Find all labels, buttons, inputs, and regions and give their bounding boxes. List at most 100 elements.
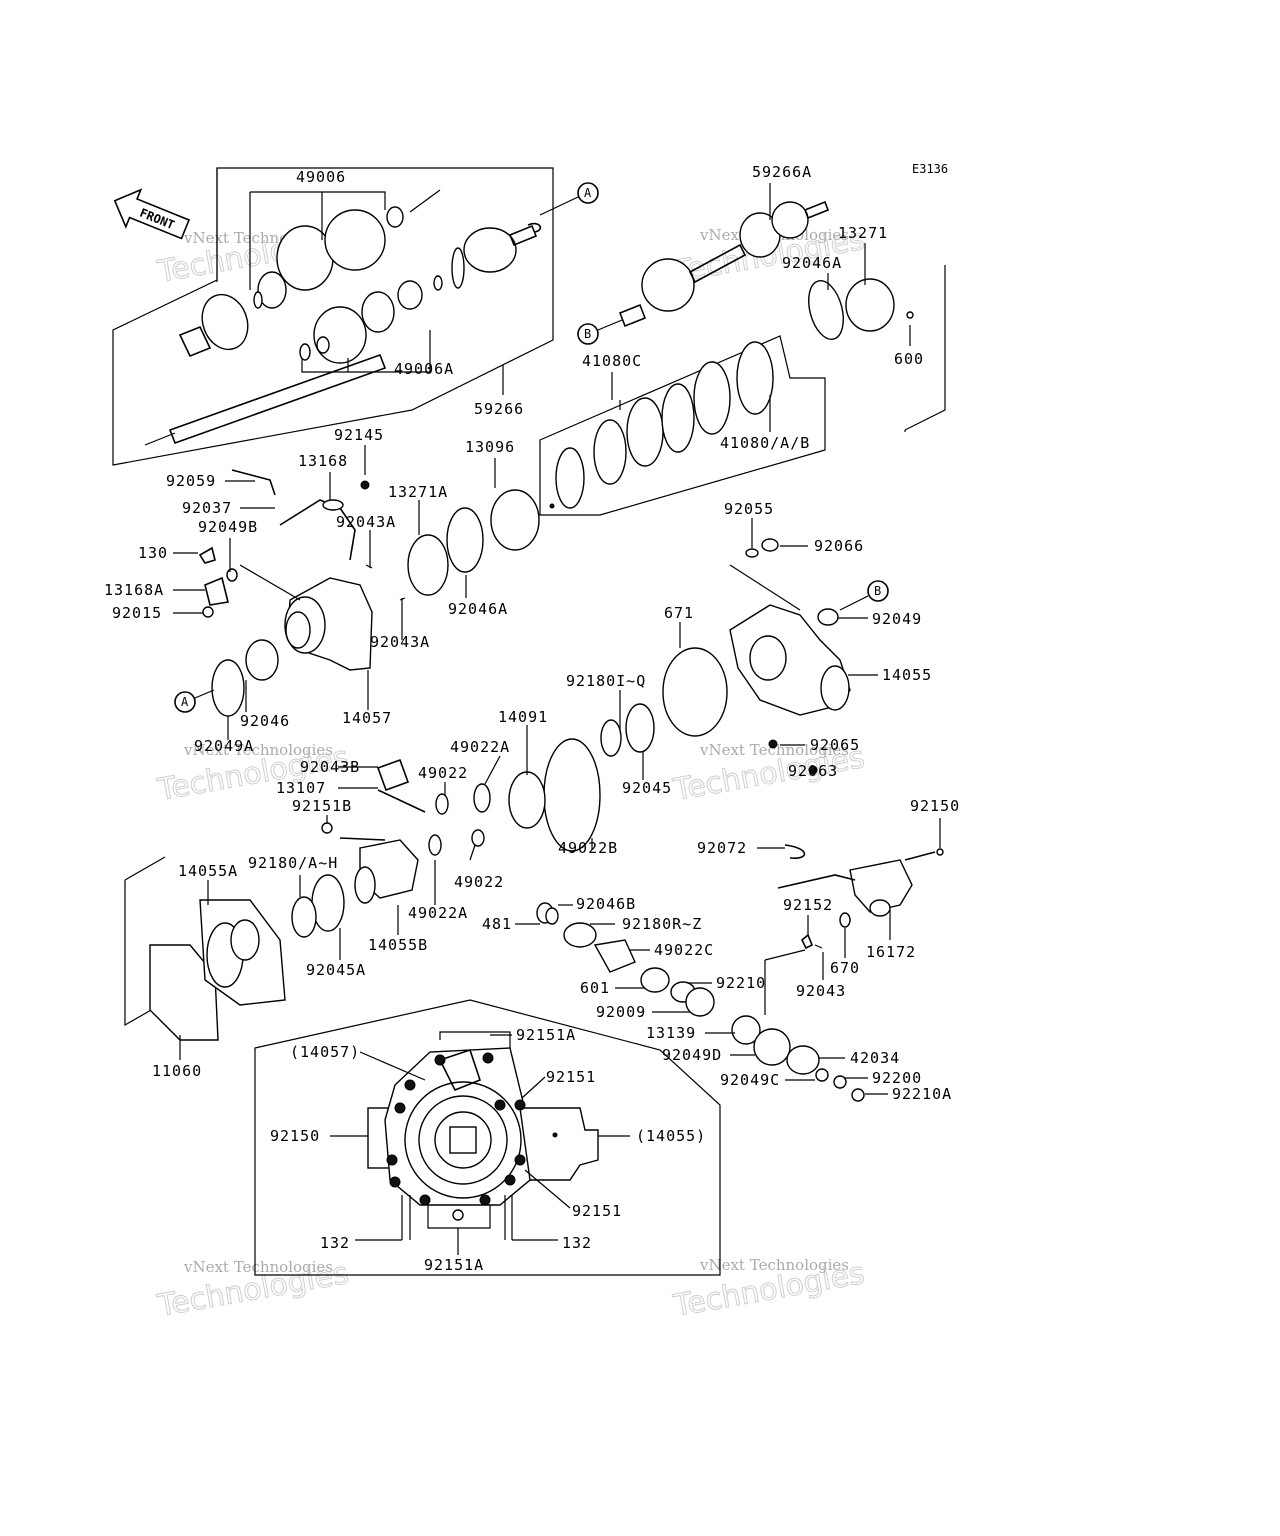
part-label: 59266A: [752, 163, 812, 181]
rear-drive-shaft: [618, 200, 946, 432]
part-label: 49022B: [558, 839, 618, 857]
part-label: 14057: [342, 709, 392, 727]
part-label: 92200: [872, 1069, 922, 1087]
part-label: 92180R~Z: [622, 915, 702, 933]
part-label: 13096: [465, 438, 515, 456]
part-label: 92049: [872, 610, 922, 628]
part-label: 92055: [724, 500, 774, 518]
part-label: 92065: [810, 736, 860, 754]
housing-14057: [198, 469, 540, 717]
part-label: 92009: [596, 1003, 646, 1021]
part-label: 92046B: [576, 895, 636, 913]
svg-text:B: B: [584, 327, 591, 341]
part-label: 92152: [783, 896, 833, 914]
part-label: 13271A: [388, 483, 448, 501]
housing-14055A: [124, 856, 286, 1041]
part-label: 49022C: [654, 941, 714, 959]
part-label: 13168A: [104, 581, 164, 599]
part-label: 92037: [182, 499, 232, 517]
part-label: 41080/A/B: [720, 434, 810, 452]
part-label: 92043A: [370, 633, 430, 651]
part-label: 92145: [334, 426, 384, 444]
part-labels: 49006 59266A 13271 92046A 600 41080C 490…: [104, 163, 960, 1274]
svg-text:A: A: [584, 186, 592, 200]
part-label: 92210: [716, 974, 766, 992]
part-label: 92046A: [782, 254, 842, 272]
part-label: 92063: [788, 762, 838, 780]
part-label: 49006A: [394, 360, 454, 378]
clutch-plate-bracket: [539, 335, 826, 516]
part-label: 92072: [697, 839, 747, 857]
assembled-housing-bracket: [254, 999, 721, 1276]
differential-gear-set: [291, 703, 655, 938]
part-label: 49022A: [408, 904, 468, 922]
part-label: 92049C: [720, 1071, 780, 1089]
part-label: 132: [320, 1234, 350, 1252]
part-label: 92049D: [662, 1046, 722, 1064]
pinion-and-actuator: [536, 844, 944, 1102]
part-label: 92049B: [198, 518, 258, 536]
part-label: 92180/A~H: [248, 854, 338, 872]
part-label: 92150: [910, 797, 960, 815]
part-label: 14055: [882, 666, 932, 684]
part-label: 49022: [418, 764, 468, 782]
watermark-text: vNext Technologies: [183, 1258, 333, 1276]
part-label: 92049A: [194, 737, 254, 755]
part-label: 481: [482, 915, 512, 933]
ref-marker-b-top: B: [577, 319, 623, 345]
part-label: 59266: [474, 400, 524, 418]
part-label: 92151: [572, 1202, 622, 1220]
part-label: 92150: [270, 1127, 320, 1145]
part-label: 49022: [454, 873, 504, 891]
watermark-text: vNext Technologies: [699, 741, 849, 759]
part-label: 92045: [622, 779, 672, 797]
ref-marker-a-mid: A: [174, 689, 215, 713]
housing-14055: [662, 538, 851, 775]
part-label: 13271: [838, 224, 888, 242]
part-label: 130: [138, 544, 168, 562]
leader-lines: [173, 183, 941, 1255]
part-label: 92151A: [516, 1026, 576, 1044]
part-label: 92043A: [336, 513, 396, 531]
part-label: 92046A: [448, 600, 508, 618]
part-label: 16172: [866, 943, 916, 961]
part-label: 132: [562, 1234, 592, 1252]
part-label: (14057): [290, 1043, 360, 1061]
part-label: 601: [580, 979, 610, 997]
part-label: 92066: [814, 537, 864, 555]
part-label: 49022A: [450, 738, 510, 756]
part-label: 13139: [646, 1024, 696, 1042]
svg-text:B: B: [874, 584, 881, 598]
svg-text:A: A: [181, 695, 189, 709]
part-label: 670: [830, 959, 860, 977]
part-label: 92210A: [892, 1085, 952, 1103]
watermark-text: vNext Technologies: [183, 741, 333, 759]
part-label: (14055): [636, 1127, 706, 1145]
part-label: 92046: [240, 712, 290, 730]
part-label: 13168: [298, 452, 348, 470]
part-label: 92043B: [300, 758, 360, 776]
ref-marker-b-mid: B: [839, 580, 889, 611]
drive-shaft-group-bracket: [112, 167, 554, 466]
part-label: 92151: [546, 1068, 596, 1086]
part-label: 671: [664, 604, 694, 622]
front-arrow-icon: FRONT: [113, 188, 191, 240]
front-drive-shaft: [144, 189, 542, 446]
part-label: 92151B: [292, 797, 352, 815]
part-label: 92043: [796, 982, 846, 1000]
part-label: 600: [894, 350, 924, 368]
part-label: 11060: [152, 1062, 202, 1080]
part-label: 13107: [276, 779, 326, 797]
part-label: 41080C: [582, 352, 642, 370]
part-label: 14055B: [368, 936, 428, 954]
part-label: 14091: [498, 708, 548, 726]
part-label: 14055A: [178, 862, 238, 880]
diagram-code: E3136: [912, 162, 948, 176]
part-label: 49006: [296, 168, 346, 186]
watermark-text: vNext Technologies: [699, 1256, 849, 1274]
part-label: 92059: [166, 472, 216, 490]
part-label: 92180I~Q: [566, 672, 646, 690]
part-label: 92015: [112, 604, 162, 622]
part-label: 42034: [850, 1049, 900, 1067]
